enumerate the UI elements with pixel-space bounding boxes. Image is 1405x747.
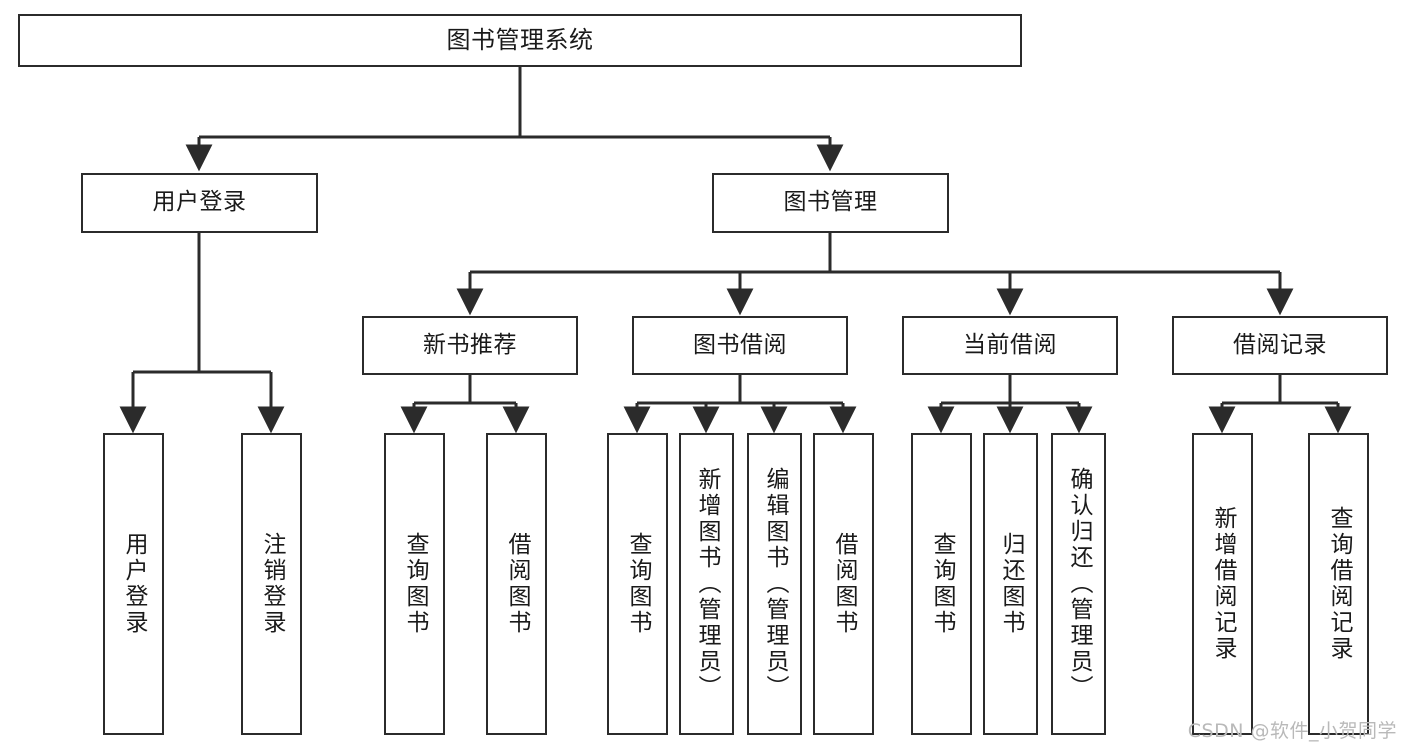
node-label: 确认归还（管理员） (1066, 467, 1092, 701)
node-new-book-recommend[interactable]: 新书推荐 (362, 316, 578, 375)
node-label: 当前借阅 (963, 331, 1057, 358)
node-label: 新增借阅记录 (1210, 506, 1236, 662)
node-label: 查询图书 (929, 532, 955, 636)
node-book-borrow[interactable]: 图书借阅 (632, 316, 848, 375)
node-label: 归还图书 (998, 532, 1024, 636)
node-leaf-query-borrow-record[interactable]: 查询借阅记录 (1308, 433, 1369, 735)
node-label: 图书管理系统 (446, 26, 594, 55)
node-leaf-borrow-book[interactable]: 借阅图书 (813, 433, 874, 735)
node-label: 查询图书 (402, 532, 428, 636)
node-label: 借阅图书 (831, 532, 857, 636)
node-user-login[interactable]: 用户登录 (81, 173, 318, 233)
node-root-book-management-system[interactable]: 图书管理系统 (18, 14, 1022, 67)
node-label: 编辑图书（管理员） (762, 467, 788, 701)
node-leaf-query-book-borrow[interactable]: 查询图书 (607, 433, 668, 735)
node-label: 图书借阅 (693, 331, 787, 358)
node-leaf-add-book[interactable]: 新增图书（管理员） (679, 433, 734, 735)
node-label: 用户登录 (152, 189, 247, 216)
node-label: 图书管理 (783, 189, 878, 216)
node-leaf-query-book-recommend[interactable]: 查询图书 (384, 433, 445, 735)
node-label: 借阅图书 (504, 532, 530, 636)
node-leaf-query-book-current[interactable]: 查询图书 (911, 433, 972, 735)
node-leaf-edit-book[interactable]: 编辑图书（管理员） (747, 433, 802, 735)
node-leaf-add-borrow-record[interactable]: 新增借阅记录 (1192, 433, 1253, 735)
node-label: 借阅记录 (1233, 331, 1327, 358)
node-leaf-borrow-book-recommend[interactable]: 借阅图书 (486, 433, 547, 735)
node-label: 新增图书（管理员） (694, 467, 720, 701)
node-label: 用户登录 (121, 532, 147, 636)
node-leaf-return-book[interactable]: 归还图书 (983, 433, 1038, 735)
node-book-management[interactable]: 图书管理 (712, 173, 949, 233)
node-label: 新书推荐 (423, 331, 517, 358)
node-leaf-confirm-return[interactable]: 确认归还（管理员） (1051, 433, 1106, 735)
node-leaf-logout[interactable]: 注销登录 (241, 433, 302, 735)
node-leaf-user-login[interactable]: 用户登录 (103, 433, 164, 735)
csdn-watermark: CSDN @软件_小贺同学 (1187, 720, 1397, 742)
node-label: 查询借阅记录 (1326, 506, 1352, 662)
node-current-borrow[interactable]: 当前借阅 (902, 316, 1118, 375)
node-label: 注销登录 (259, 532, 285, 636)
node-borrow-record[interactable]: 借阅记录 (1172, 316, 1388, 375)
node-label: 查询图书 (625, 532, 651, 636)
